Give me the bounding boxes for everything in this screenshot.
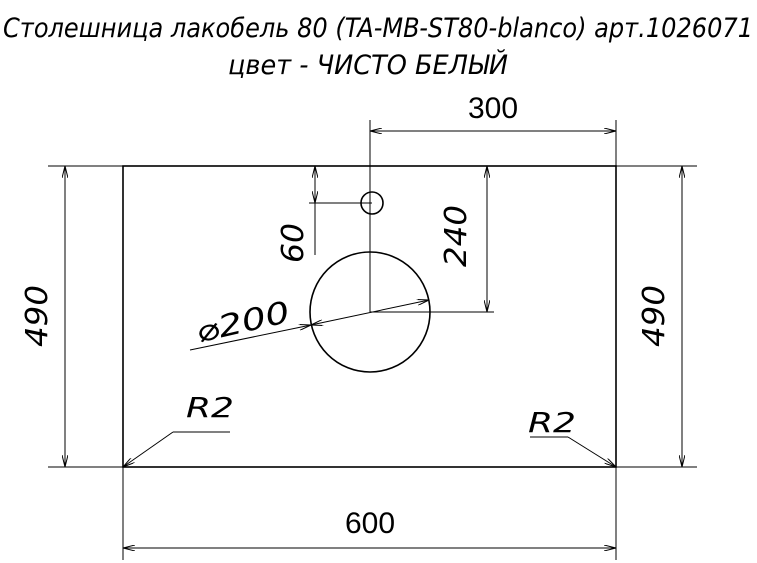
dimension-diameter: ⌀200	[189, 295, 429, 351]
dimension-300-label: 300	[468, 92, 518, 125]
dimension-490-left: 490	[20, 165, 123, 468]
dimension-60-label: 60	[276, 223, 311, 263]
title-line-2: цвет - ЧИСТО БЕЛЫЙ	[228, 49, 508, 81]
dimension-60: 60	[276, 166, 372, 263]
radius-right-label: R2	[528, 406, 576, 439]
title-line-1: Столешница лакобель 80 (TA-MB-ST80-blanc…	[3, 13, 753, 44]
dimension-600: 600	[122, 467, 617, 560]
dimension-490-right-label: 490	[637, 285, 672, 347]
radius-left: R2	[123, 391, 234, 467]
dimension-diameter-label: ⌀200	[193, 295, 293, 350]
dimension-240: 240	[370, 166, 494, 313]
radius-left-label: R2	[186, 391, 234, 424]
radius-right: R2	[528, 406, 616, 467]
dimension-240-label: 240	[439, 205, 474, 267]
dimension-490-left-label: 490	[20, 285, 55, 347]
dimension-490-right: 490	[616, 165, 697, 468]
dimension-300: 300	[369, 92, 617, 312]
dimension-600-label: 600	[345, 507, 395, 540]
